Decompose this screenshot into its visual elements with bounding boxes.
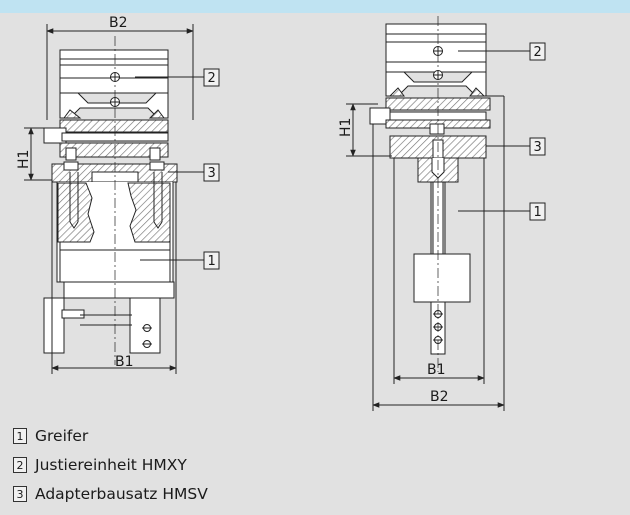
right-h1-label: H1 <box>338 118 354 137</box>
legend-item-gripper: 1 Greifer <box>13 427 88 445</box>
svg-text:1: 1 <box>208 254 216 269</box>
svg-text:3: 3 <box>534 140 542 155</box>
callout-1-left: 1 <box>203 251 220 270</box>
callout-2-right: 2 <box>529 42 546 61</box>
left-assembly-view <box>24 24 204 374</box>
top-bar <box>0 0 630 13</box>
callout-2-left: 2 <box>203 68 220 87</box>
legend-number: 3 <box>13 486 27 502</box>
right-b2-label: B2 <box>430 389 449 405</box>
left-adjustment-unit <box>59 49 169 60</box>
right-assembly-view <box>346 16 530 411</box>
callout-3-left: 3 <box>203 163 220 182</box>
legend-item-adjustment-unit: 2 Justiereinheit HMXY <box>13 456 187 474</box>
legend-number: 1 <box>13 428 27 444</box>
svg-text:3: 3 <box>208 166 216 181</box>
svg-text:2: 2 <box>208 71 216 86</box>
legend-text: Adapterbausatz HMSV <box>35 485 208 503</box>
legend-number: 2 <box>13 457 27 473</box>
left-jaw-holes <box>142 324 152 348</box>
svg-text:1: 1 <box>534 205 542 220</box>
legend-text: Greifer <box>35 427 89 445</box>
left-h1-label: H1 <box>16 150 32 169</box>
callout-3-right: 3 <box>529 137 546 156</box>
right-b1-label: B1 <box>427 362 446 378</box>
legend-text: Justiereinheit HMXY <box>35 456 187 474</box>
left-b1-label: B1 <box>115 354 134 370</box>
legend-item-adapter-kit: 3 Adapterbausatz HMSV <box>13 485 208 503</box>
right-adjustment-unit <box>385 23 487 35</box>
callout-1-right: 1 <box>529 202 546 221</box>
svg-text:2: 2 <box>534 45 542 60</box>
left-b2-label: B2 <box>109 15 128 31</box>
